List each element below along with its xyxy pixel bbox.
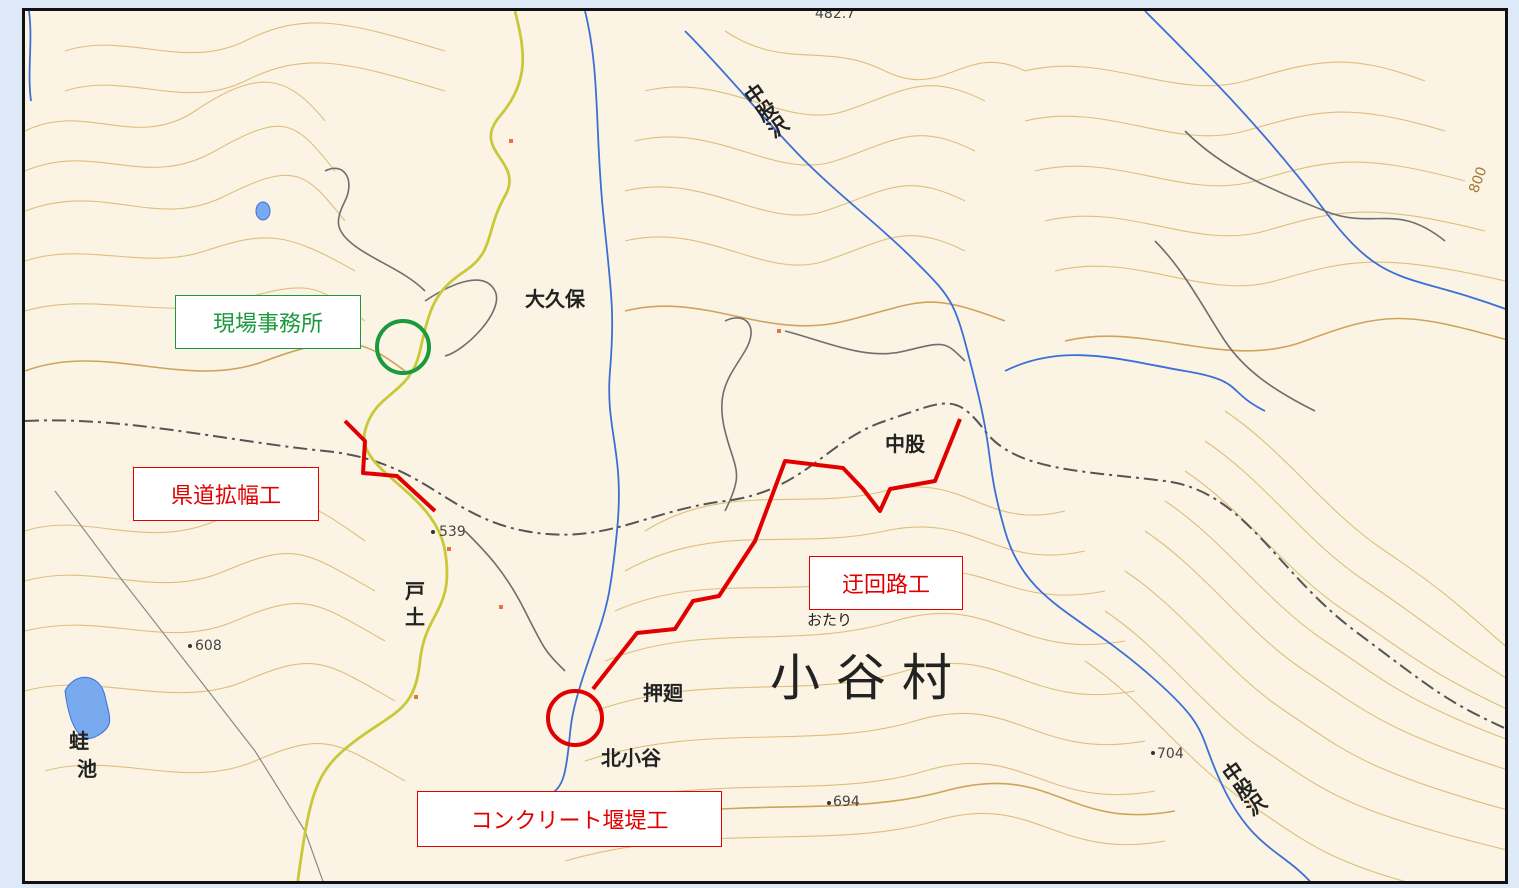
callout-concrete-dam: コンクリート堰堤工 bbox=[417, 791, 722, 847]
place-kaerumike-2: 池 bbox=[77, 757, 97, 781]
place-oshimawari: 押廻 bbox=[643, 681, 683, 705]
elevation-704: 704 bbox=[1157, 746, 1184, 762]
map-frame[interactable]: 大久保 中股 おたり 小 谷 村 押廻 北小谷 戸 土 蛙 池 中股沢 中股沢 … bbox=[22, 8, 1508, 884]
boundary-line bbox=[25, 402, 1505, 730]
rivers bbox=[28, 11, 1505, 881]
callout-road-widening: 県道拡幅工 bbox=[133, 467, 319, 521]
ponds bbox=[64, 201, 271, 739]
concrete-dam-marker bbox=[546, 689, 604, 747]
contour-lines bbox=[25, 22, 1505, 881]
elevation-482: 482.7 bbox=[815, 8, 856, 22]
elevation-539: 539 bbox=[439, 524, 466, 540]
site-office-marker bbox=[375, 319, 431, 375]
index-contours bbox=[25, 301, 1505, 832]
place-otari-kana: おたり bbox=[807, 611, 853, 629]
elevation-points bbox=[188, 530, 1155, 805]
elevation-608: 608 bbox=[195, 638, 222, 654]
local-roads bbox=[324, 130, 1446, 672]
building-markers bbox=[414, 139, 781, 699]
place-otari-village: 小 谷 村 bbox=[770, 649, 952, 707]
place-kaerumike-1: 蛙 bbox=[69, 729, 89, 753]
rail-line bbox=[54, 490, 324, 881]
topographic-map bbox=[25, 11, 1505, 881]
construction-routes bbox=[343, 418, 962, 691]
callout-detour: 迂回路工 bbox=[809, 556, 963, 610]
elevation-694: 694 bbox=[833, 794, 860, 810]
place-okubo: 大久保 bbox=[525, 287, 585, 311]
callout-site-office: 現場事務所 bbox=[175, 295, 361, 349]
place-kitaotani: 北小谷 bbox=[601, 746, 661, 770]
prefectural-road bbox=[296, 11, 525, 881]
place-tsuchi: 土 bbox=[405, 605, 425, 629]
place-nakamata: 中股 bbox=[885, 432, 925, 456]
place-to: 戸 bbox=[405, 579, 425, 603]
